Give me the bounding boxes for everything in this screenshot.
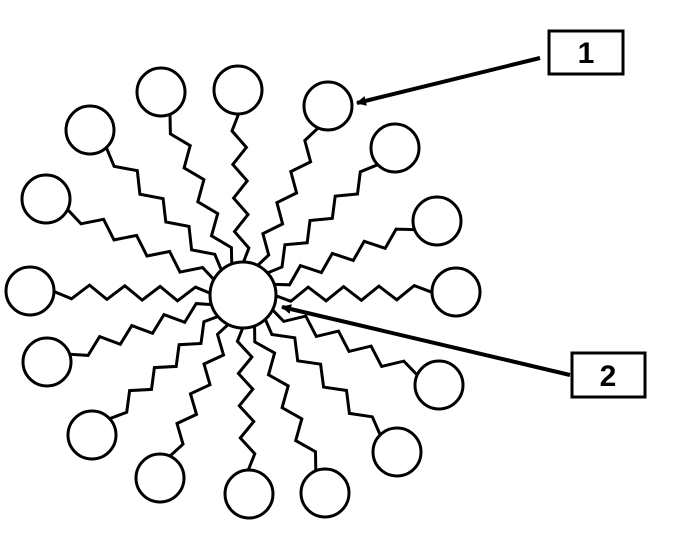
lipid-head <box>64 104 116 156</box>
lipid-head <box>299 467 351 519</box>
label-box-2 <box>570 351 647 399</box>
lipid-tail <box>109 313 222 421</box>
label-box-1 <box>547 29 625 76</box>
lipid-tail <box>168 114 234 268</box>
lipid-tail <box>235 324 257 471</box>
lipid-tail <box>53 283 214 303</box>
lipid-tail <box>262 315 382 436</box>
lipid-head <box>369 122 421 174</box>
lipid-tail <box>254 126 320 269</box>
lipid-head <box>20 173 72 225</box>
lipid-tail <box>69 302 215 357</box>
lipid-tail <box>104 147 224 274</box>
lipid-tail <box>269 306 419 377</box>
hydrophobic-tails <box>53 113 433 471</box>
lipid-head <box>134 452 186 504</box>
hydrophilic-heads <box>4 64 482 520</box>
arrow-1 <box>356 56 541 106</box>
lipid-head <box>21 336 73 388</box>
lipid-head <box>4 265 56 317</box>
lipid-head <box>413 359 465 411</box>
lipid-head <box>302 80 354 132</box>
central-core <box>208 260 278 330</box>
lipid-head <box>223 468 275 520</box>
lipid-head <box>212 64 264 116</box>
lipid-head <box>135 66 187 118</box>
lipid-tail <box>270 227 415 287</box>
arrow-2 <box>281 304 571 377</box>
lipid-head <box>430 266 482 318</box>
lipid-head <box>371 426 423 478</box>
lipid-tail <box>264 163 379 276</box>
lipid-head <box>66 409 118 461</box>
lipid-tail <box>272 283 433 304</box>
lipid-tail <box>253 322 318 471</box>
lipid-tail <box>230 113 251 266</box>
label-2-text: 2 <box>600 360 617 393</box>
lipid-tail <box>168 321 232 458</box>
label-1-text: 1 <box>578 37 595 70</box>
lipid-tail <box>66 208 218 283</box>
lipid-head <box>411 195 463 247</box>
